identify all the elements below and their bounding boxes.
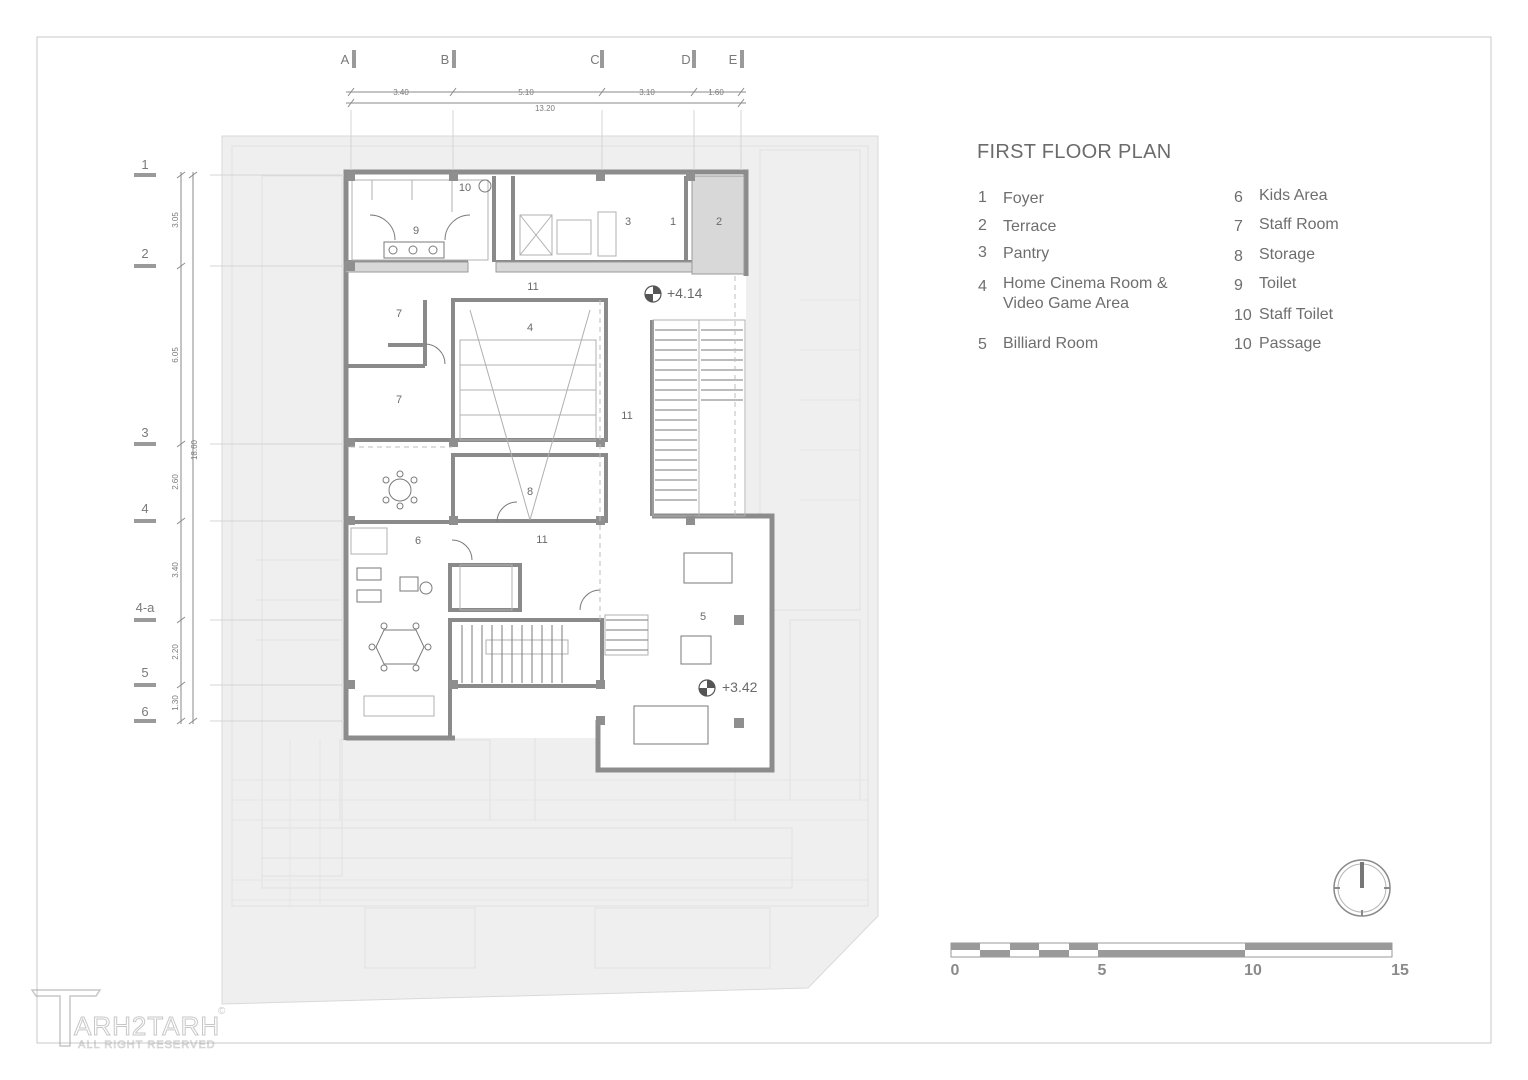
legend-label: Billiard Room (1003, 335, 1099, 352)
level-marker-billiard: +3.42 (698, 679, 758, 697)
column-label-e: E (729, 52, 738, 67)
room-number-storage: 8 (527, 486, 533, 498)
legend-number: 7 (1234, 218, 1243, 235)
row-grid-markers (134, 173, 156, 723)
room-number-passage-low: 11 (536, 534, 547, 546)
room-number-billiard: 5 (700, 611, 706, 623)
column-label-a: A (341, 52, 350, 67)
legend-label: Passage (1259, 335, 1322, 352)
watermark-copyright: © (218, 1006, 226, 1017)
watermark-rights: ALL RIGHT RESERVED (78, 1039, 216, 1051)
column-grid (350, 110, 742, 170)
legend-label: Staff Room (1259, 216, 1339, 233)
row-dimension-lines (176, 171, 198, 725)
scale-label-0: 0 (951, 962, 960, 979)
building-plan (343, 169, 775, 773)
row-spacing-12: 3.05 (171, 212, 180, 228)
column-total: 13.20 (535, 104, 556, 113)
legend-label: Staff Toilet (1259, 306, 1334, 323)
row-label-2: 2 (141, 246, 148, 261)
legend-number: 9 (1234, 277, 1243, 294)
legend-label: Foyer (1003, 190, 1044, 207)
column-spacing-de: 1.60 (708, 88, 724, 97)
row-label-4: 4 (141, 501, 148, 516)
paving-pattern (232, 299, 868, 906)
watermark-logo: ARH2TARH ALL RIGHT RESERVED © (30, 989, 226, 1051)
row-spacing-23: 6.05 (171, 347, 180, 363)
legend-label: Toilet (1259, 275, 1297, 292)
room-number-foyer: 1 (670, 216, 676, 228)
legend-label-line2: Video Game Area (1003, 295, 1130, 312)
row-total: 18.60 (190, 439, 199, 460)
scale-label-15: 15 (1391, 962, 1409, 979)
scale-bar: 0 5 10 15 (950, 942, 1409, 979)
legend-label: Pantry (1003, 245, 1050, 262)
row-spacing-4a5: 2.20 (171, 644, 180, 660)
row-label-1: 1 (141, 157, 148, 172)
watermark-brand: ARH2TARH (74, 1011, 220, 1041)
legend-label: Storage (1259, 246, 1316, 263)
row-spacing-44a: 3.40 (171, 562, 180, 578)
drawing-title: FIRST FLOOR PLAN (977, 141, 1172, 163)
legend-number: 2 (978, 217, 987, 234)
row-spacing-34: 2.60 (171, 474, 180, 490)
room-number-toilet: 9 (413, 225, 419, 237)
legend-label: Terrace (1003, 218, 1057, 235)
stair-treads (461, 329, 743, 683)
column-grid-markers (352, 50, 744, 68)
room-number-passage-top: 11 (527, 281, 538, 293)
sheet-frame (36, 36, 1492, 1044)
dashed-lines (350, 276, 736, 620)
legend-number: 4 (978, 278, 987, 295)
room-number-staff-room-b: 7 (396, 394, 402, 406)
column-label-c: C (590, 52, 599, 67)
row-label-6: 6 (141, 704, 148, 719)
column-spacing-cd: 3.10 (639, 88, 655, 97)
row-spacing-56: 1.30 (171, 695, 180, 711)
legend-label: Home Cinema Room & (1003, 275, 1168, 292)
column-label-d: D (681, 52, 690, 67)
room-number-staff-room-a: 7 (396, 308, 402, 320)
legend-number: 3 (978, 244, 987, 261)
room-number-staff-toilet: 10 (459, 182, 471, 194)
level-marker-top: +4.14 (644, 285, 703, 303)
column-dimension-lines (346, 87, 746, 108)
room-number-passage-mid: 11 (621, 410, 632, 422)
row-label-3: 3 (141, 425, 148, 440)
column-spacing-ab: 3.40 (393, 88, 409, 97)
level-label-billiard: +3.42 (722, 679, 758, 695)
legend-number: 6 (1234, 189, 1243, 206)
legend-number: 8 (1234, 248, 1243, 265)
room-number-kids-area: 6 (415, 535, 421, 547)
exterior-wall (343, 169, 749, 740)
scale-label-10: 10 (1244, 962, 1262, 979)
column-label-b: B (441, 52, 450, 67)
scale-label-5: 5 (1098, 962, 1107, 979)
legend-number: 1 (978, 189, 987, 206)
legend-number: 10 (1234, 307, 1252, 324)
room-number-pantry: 3 (625, 216, 631, 228)
level-label-top: +4.14 (667, 285, 703, 301)
row-grid (210, 174, 344, 722)
row-label-4a: 4-a (136, 600, 156, 615)
north-arrow-icon (1333, 859, 1391, 917)
legend-number: 5 (978, 336, 987, 353)
row-label-5: 5 (141, 665, 148, 680)
room-number-terrace: 2 (716, 216, 722, 228)
room-number-home-cinema: 4 (527, 322, 533, 334)
column-spacing-bc: 5.10 (518, 88, 534, 97)
legend-label: Kids Area (1259, 187, 1328, 204)
furniture (356, 179, 733, 745)
legend-number: 10 (1234, 336, 1252, 353)
